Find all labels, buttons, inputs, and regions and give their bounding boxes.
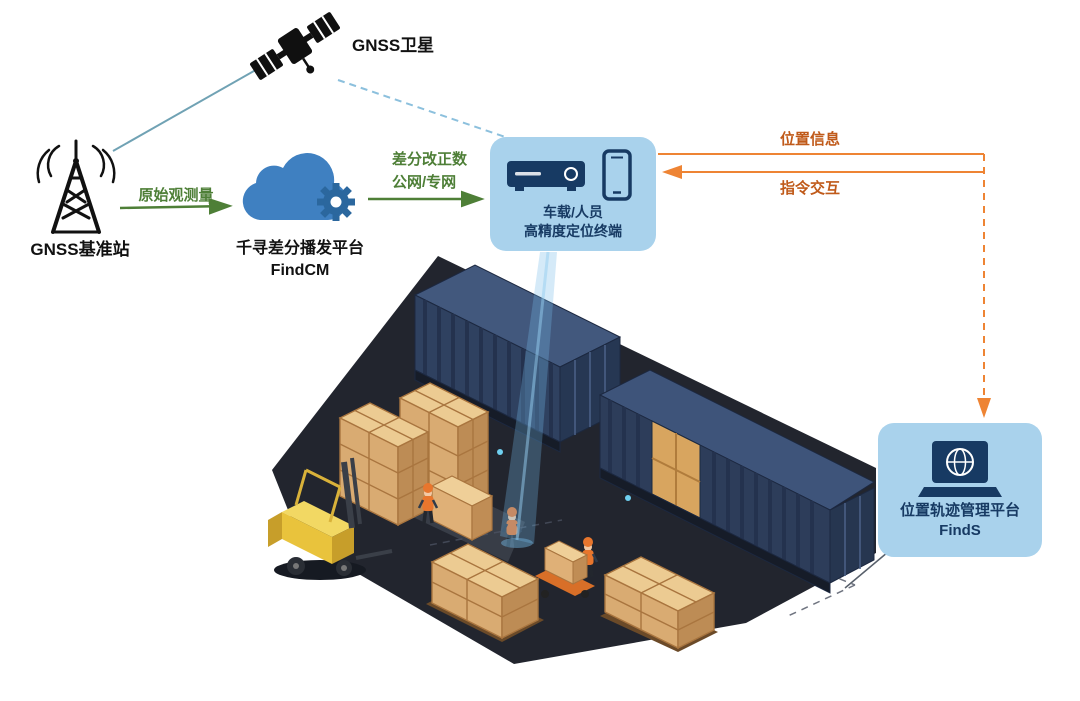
pallet-jack: [535, 540, 595, 598]
platform-callout-line: [844, 551, 889, 589]
phone-icon: [602, 149, 632, 201]
platform-panel: 位置轨迹管理平台 FindS: [878, 423, 1042, 557]
terminal-label-line2: 高精度定位终端: [524, 223, 622, 239]
pallet-stack-front: [338, 402, 430, 527]
terminal-panel: 车载/人员 高精度定位终端: [490, 137, 656, 251]
position-info-label: 位置信息: [779, 131, 840, 148]
terminal-devices-icon: [507, 149, 632, 201]
cloud-platform-icon: [242, 153, 355, 221]
raw-observation-arrow: [119, 197, 233, 215]
base-station-label: GNSS基准站: [30, 240, 130, 259]
gnss-base-station-icon: [36, 139, 116, 234]
correction-label-line1: 差分改正数: [392, 151, 468, 168]
forklift: [268, 457, 393, 580]
container-b: [598, 369, 876, 594]
receiver-icon: [507, 161, 585, 192]
platform-label-title: 位置轨迹管理平台: [899, 501, 1020, 519]
laptop-globe-icon: [918, 440, 1002, 497]
pallet-bottom-center: [426, 543, 544, 642]
gear-icon: [317, 183, 355, 221]
gnss-satellite-icon: [250, 12, 340, 80]
platform-label-subtitle: FindS: [939, 522, 981, 539]
satellite-terminal-link: [337, 79, 518, 142]
command-label: 指令交互: [779, 180, 840, 197]
globe-icon: [946, 447, 974, 476]
raw-observation-label: 原始观测量: [138, 187, 214, 204]
flow-lines: [112, 62, 991, 589]
beacon-dots: [497, 449, 631, 501]
single-box: [430, 475, 494, 541]
pallet-bottom-right: [600, 556, 718, 652]
cloud-title-label: 千寻差分播发平台: [235, 240, 364, 257]
terminal-label-line1: 车载/人员: [543, 204, 603, 221]
cloud-subtitle-label: FindCM: [270, 262, 330, 279]
correction-label-line2: 公网/专网: [392, 174, 457, 191]
satellite-label: GNSS卫星: [352, 36, 435, 55]
positioning-beam: [500, 251, 557, 548]
satellite-basestation-link: [112, 62, 269, 152]
